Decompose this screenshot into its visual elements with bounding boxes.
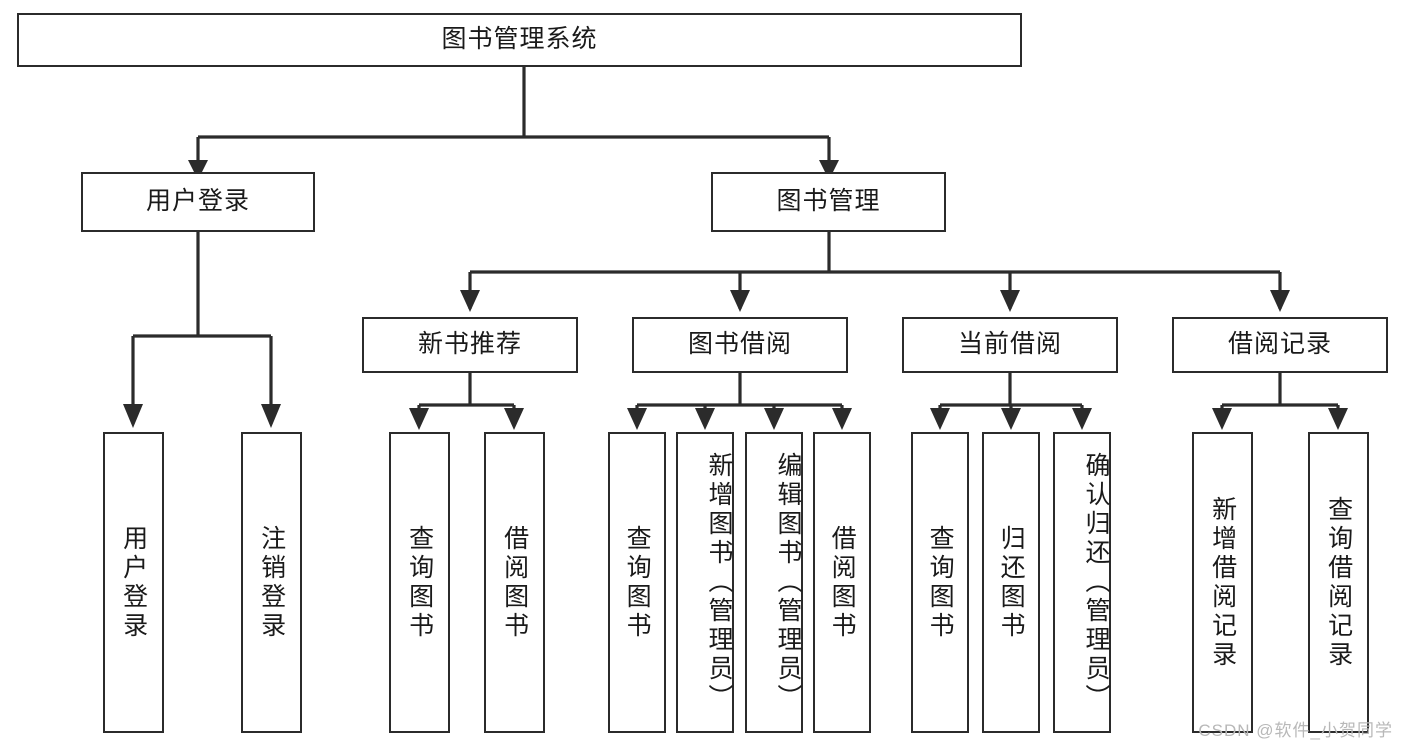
- leaf-add-borrow-record-label: 新增借阅记录: [1208, 495, 1237, 670]
- node-book-management-label: 图书管理: [776, 187, 881, 216]
- leaf-query-book-current-label: 查询图书: [926, 524, 955, 641]
- leaf-query-book-current[interactable]: 查询图书: [911, 432, 969, 733]
- leaf-confirm-return-admin-label: 确认归还（管理员）: [1082, 452, 1110, 713]
- node-book-borrow-label: 图书借阅: [687, 330, 792, 359]
- leaf-query-borrow-record-label: 查询借阅记录: [1324, 495, 1353, 670]
- node-root-label: 图书管理系统: [441, 25, 598, 54]
- node-current-borrow-label: 当前借阅: [957, 330, 1062, 359]
- node-new-book-recommend[interactable]: 新书推荐: [362, 317, 578, 373]
- node-borrow-records[interactable]: 借阅记录: [1172, 317, 1388, 373]
- leaf-borrow-book-rec[interactable]: 借阅图书: [484, 432, 545, 733]
- node-book-borrow[interactable]: 图书借阅: [632, 317, 848, 373]
- csdn-watermark: CSDN @软件_小贺同学: [1198, 721, 1393, 740]
- leaf-add-book-admin-label: 新增图书（管理员）: [705, 452, 733, 713]
- leaf-borrow-book-label: 借阅图书: [828, 524, 857, 641]
- node-root[interactable]: 图书管理系统: [17, 13, 1022, 67]
- leaf-confirm-return-admin[interactable]: 确认归还（管理员）: [1053, 432, 1111, 733]
- leaf-logout[interactable]: 注销登录: [241, 432, 302, 733]
- leaf-borrow-book-rec-label: 借阅图书: [500, 524, 529, 641]
- node-new-book-recommend-label: 新书推荐: [417, 330, 522, 359]
- node-user-login[interactable]: 用户登录: [81, 172, 315, 232]
- leaf-query-book-borrow[interactable]: 查询图书: [608, 432, 666, 733]
- node-borrow-records-label: 借阅记录: [1227, 330, 1332, 359]
- leaf-query-book-rec-label: 查询图书: [405, 524, 434, 641]
- leaf-logout-label: 注销登录: [257, 524, 286, 641]
- leaf-user-login[interactable]: 用户登录: [103, 432, 164, 733]
- leaf-user-login-label: 用户登录: [119, 524, 148, 641]
- leaf-edit-book-admin-label: 编辑图书（管理员）: [774, 452, 802, 713]
- leaf-add-book-admin[interactable]: 新增图书（管理员）: [676, 432, 734, 733]
- leaf-query-book-borrow-label: 查询图书: [623, 524, 652, 641]
- leaf-query-borrow-record[interactable]: 查询借阅记录: [1308, 432, 1369, 733]
- leaf-return-book[interactable]: 归还图书: [982, 432, 1040, 733]
- leaf-query-book-rec[interactable]: 查询图书: [389, 432, 450, 733]
- leaf-edit-book-admin[interactable]: 编辑图书（管理员）: [745, 432, 803, 733]
- leaf-add-borrow-record[interactable]: 新增借阅记录: [1192, 432, 1253, 733]
- node-user-login-label: 用户登录: [145, 187, 250, 216]
- leaf-return-book-label: 归还图书: [997, 524, 1026, 641]
- node-book-management[interactable]: 图书管理: [711, 172, 946, 232]
- node-current-borrow[interactable]: 当前借阅: [902, 317, 1118, 373]
- leaf-borrow-book[interactable]: 借阅图书: [813, 432, 871, 733]
